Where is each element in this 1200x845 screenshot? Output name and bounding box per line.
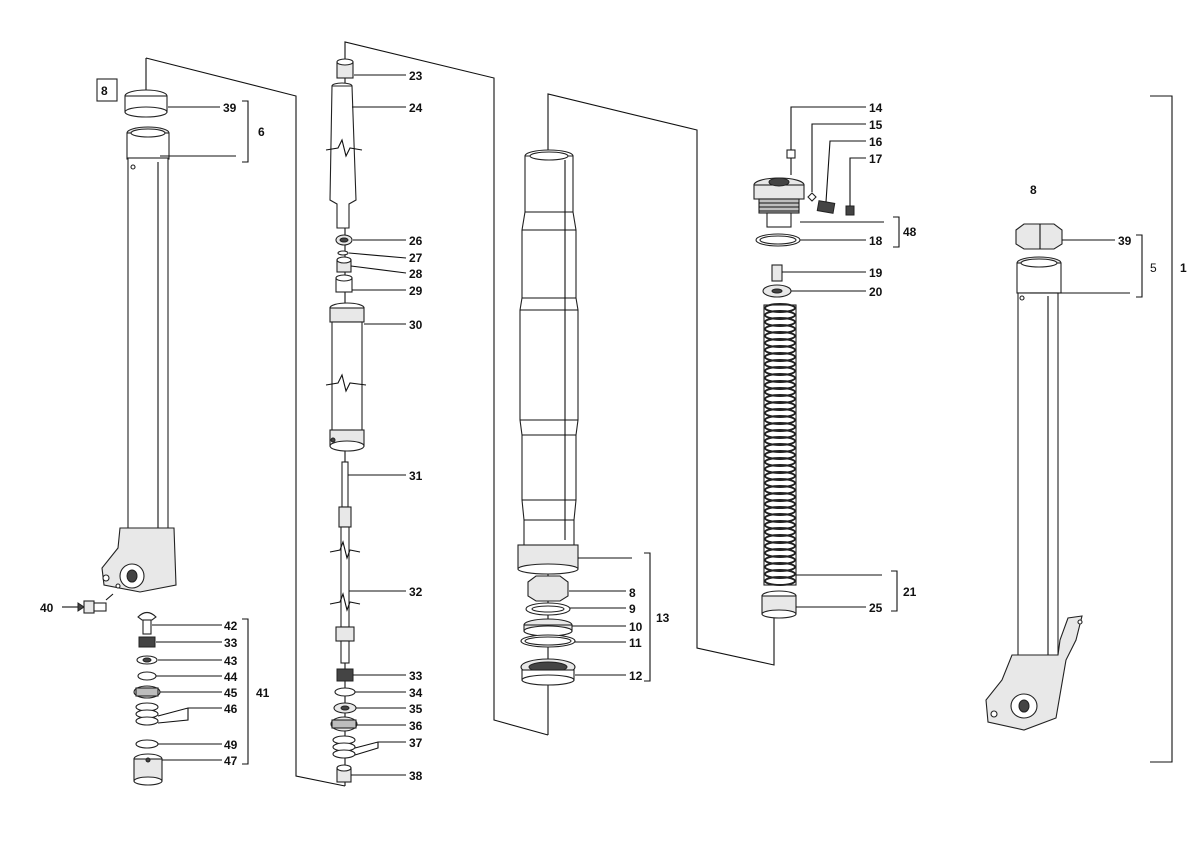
label-15: 15 [869,118,883,132]
label-45: 45 [224,686,238,700]
label-28: 28 [409,267,423,281]
label-20: 20 [869,285,883,299]
label-39-right: 39 [1118,234,1132,248]
label-14: 14 [869,101,883,115]
label-12: 12 [629,669,643,683]
label-33-left: 33 [224,636,238,650]
label-23: 23 [409,69,423,83]
label-35: 35 [409,702,423,716]
main-spring [763,303,797,586]
label-39-left: 39 [223,101,237,115]
label-36: 36 [409,719,423,733]
label-46: 46 [224,702,238,716]
label-17: 17 [869,152,883,166]
right-fork-leg [985,223,1083,731]
label-5: 5 [1150,261,1157,275]
reference-box-8 [96,78,118,102]
label-27: 27 [409,251,423,265]
label-6: 6 [258,125,265,139]
left-fork-tube [101,57,346,787]
label-42: 42 [224,619,238,633]
label-38: 38 [409,769,423,783]
label-41: 41 [256,686,270,700]
damper-parts-41 [133,611,163,786]
label-13: 13 [656,611,670,625]
label-26: 26 [409,234,423,248]
label-9: 9 [629,602,636,616]
label-16: 16 [869,135,883,149]
label-47: 47 [224,754,238,768]
label-40: 40 [40,601,54,615]
label-44: 44 [224,670,238,684]
label-34: 34 [409,686,423,700]
label-31: 31 [409,469,423,483]
label-49: 49 [224,738,238,752]
label-29: 29 [409,284,423,298]
label-21: 21 [903,585,917,599]
damper-cartridge [325,58,367,783]
label-24: 24 [409,101,423,115]
outer-slider-tube [517,149,579,686]
label-48: 48 [903,225,917,239]
label-19: 19 [869,266,883,280]
label-30: 30 [409,318,423,332]
label-43: 43 [224,654,238,668]
label-10: 10 [629,620,643,634]
label-18: 18 [869,234,883,248]
spring-and-top-cap [753,149,855,619]
bolt-40 [62,593,114,614]
label-11: 11 [629,636,642,650]
label-32: 32 [409,585,423,599]
label-8-boxed: 8 [101,84,108,98]
label-8-mid: 8 [629,586,636,600]
label-1: 1 [1180,261,1187,275]
spring-coil [764,576,796,586]
label-8-right: 8 [1030,183,1037,197]
label-33-mid: 33 [409,669,423,683]
label-25: 25 [869,601,883,615]
label-37: 37 [409,736,423,750]
